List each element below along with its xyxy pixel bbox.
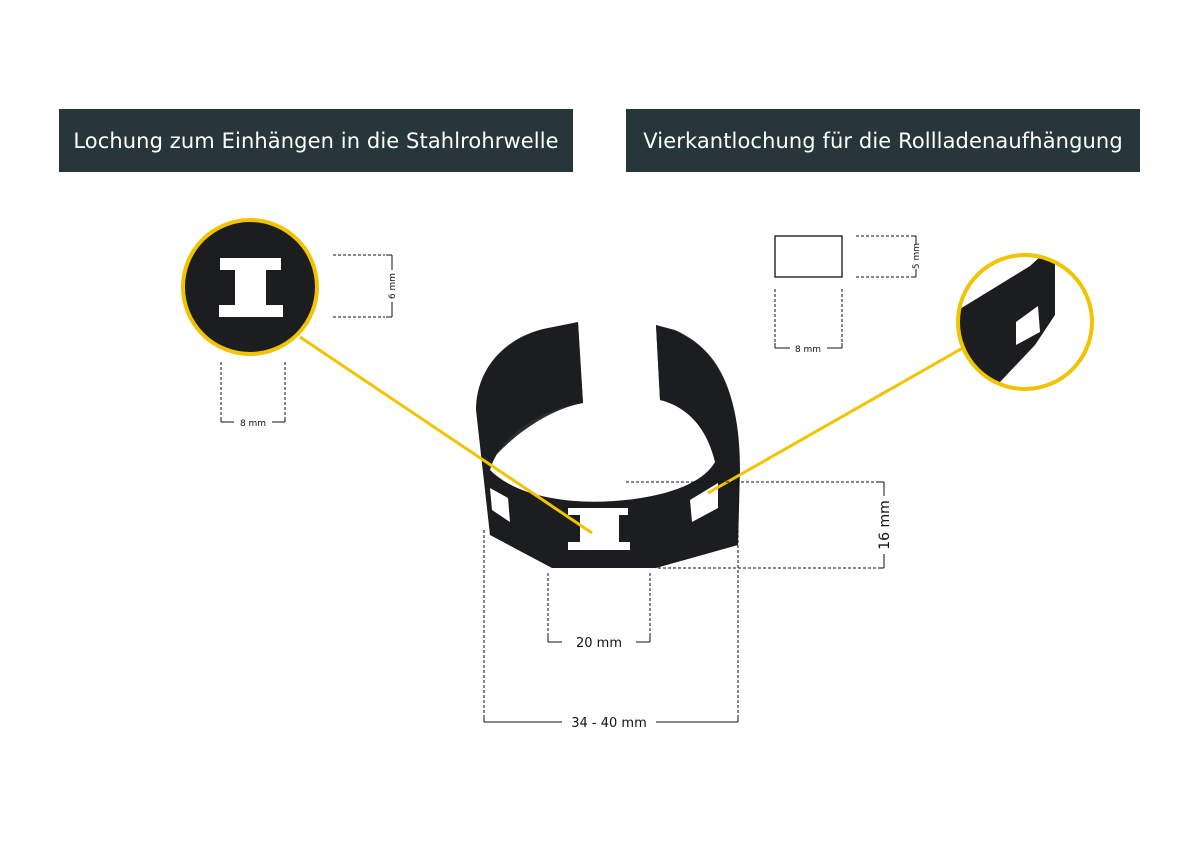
detail-circle-left — [181, 218, 319, 356]
band-zoom — [958, 255, 1055, 389]
i-hole-zoom — [219, 258, 283, 317]
left-detail-dimensions — [220, 254, 393, 423]
bracket-part — [476, 322, 740, 568]
square-hole-zoom — [1016, 306, 1040, 345]
left-width-label: 8 mm — [240, 419, 266, 429]
banner-stahlrohrwelle-hole: Lochung zum Einhängen in die Stahlrohrwe… — [59, 109, 573, 172]
left-height-label: 6 mm — [388, 273, 398, 299]
width-34-40mm-label: 34 - 40 mm — [571, 716, 647, 731]
right-detail-dimensions — [774, 235, 917, 349]
main-dimensions — [483, 480, 885, 723]
callout-line-right — [707, 343, 969, 495]
banner-left-text: Lochung zum Einhängen in die Stahlrohrwe… — [73, 128, 559, 153]
side-hole-left — [490, 488, 510, 522]
square-hole-outline — [774, 235, 843, 278]
right-width-label: 8 mm — [795, 345, 821, 355]
detail-circle-right — [956, 253, 1094, 391]
right-height-label: 5 mm — [912, 243, 922, 269]
banner-right-text: Vierkantlochung für die Rollladenaufhäng… — [643, 128, 1123, 153]
bracket-outer-band — [476, 322, 740, 568]
banner-square-hole: Vierkantlochung für die Rollladenaufhäng… — [626, 109, 1140, 172]
height-16mm-label: 16 mm — [877, 500, 893, 550]
callout-line-left — [299, 335, 593, 535]
width-20mm-label: 20 mm — [576, 636, 622, 651]
i-hole — [568, 508, 630, 550]
